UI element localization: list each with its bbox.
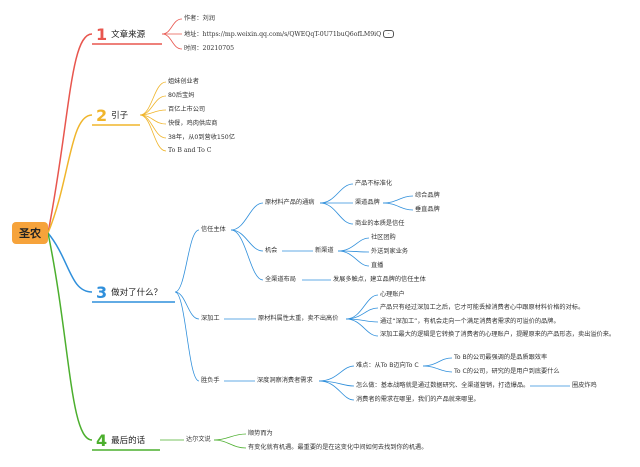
node-non-standard[interactable]: 产品不标准化 [355, 180, 393, 187]
node-demand-product[interactable]: 消费者的需求在哪里，我们的产品就来哪里。 [356, 396, 480, 403]
node-fried-chicken[interactable]: 圈皮炸鸡 [572, 382, 597, 389]
node-consumer-insight[interactable]: 深度洞察消费者需求 [257, 377, 313, 384]
node-processing-point-2[interactable]: 通过“深加工”，有机会走向一个满足消费者需求的可溢价的品牌。 [380, 318, 560, 325]
node-change-opportunity[interactable]: 有变化就有机遇。最重要的是在这变化中间如何去找到你的机遇。 [248, 444, 428, 451]
node-opportunity[interactable]: 机会 [265, 247, 278, 254]
node-date[interactable]: 时间：20210705 [184, 45, 235, 52]
node-address[interactable]: 地址：https://mp.weixin.qq.com/s/QWEQqT-0U7… [184, 30, 395, 39]
node-intro-item[interactable]: To B and To C [168, 147, 212, 154]
node-home-delivery[interactable]: 外送到家业务 [371, 248, 409, 255]
topic-number: 1 [96, 24, 108, 44]
node-channel-brand[interactable]: 渠道品牌 [355, 199, 380, 206]
topic-number: 4 [96, 430, 108, 450]
node-live-stream[interactable]: 直播 [371, 262, 384, 269]
link-icon[interactable]: – [383, 30, 395, 38]
topic-what-done-right[interactable]: 3 做对了什么？ [96, 282, 163, 302]
node-intro-item[interactable]: 姐妹创业者 [168, 78, 199, 85]
node-vertical-brand[interactable]: 垂直品牌 [415, 206, 440, 213]
node-community-group-buy[interactable]: 社区团购 [371, 234, 396, 241]
topic-final-words[interactable]: 4 最后的话 [96, 430, 146, 450]
node-mental-account[interactable]: 心理账户 [380, 291, 405, 298]
node-deep-processing[interactable]: 深加工 [201, 315, 220, 322]
node-raw-material-heavy[interactable]: 原材料属性太重，卖不出高价 [258, 315, 339, 322]
topic-number: 3 [96, 282, 108, 302]
node-processing-point-1[interactable]: 产品只有经过深加工之后，它才可能丢掉消费者心中跟原材料价格的对标。 [380, 304, 585, 311]
node-processing-point-3[interactable]: 深加工最大的逻辑是它转换了消费者的心理账户，提醒原来的产品形态，卖出溢价来。 [380, 331, 616, 338]
node-toc-focus[interactable]: To C的公司，研究的是用户到底要什么 [454, 368, 560, 375]
node-decisive-move[interactable]: 胜负手 [201, 377, 220, 384]
node-trust-essence[interactable]: 商业的本质是信任 [355, 220, 405, 227]
node-how-to[interactable]: 怎么做：基本战略就是通过数据研究、全渠道营销，打造爆品。 [356, 382, 530, 389]
node-omni-channel[interactable]: 全渠道布局 [265, 276, 296, 283]
node-darwin-said[interactable]: 达尔文说 [186, 436, 211, 443]
topic-number: 2 [96, 105, 108, 125]
node-intro-item[interactable]: 38年，从0到营收150亿 [168, 134, 235, 141]
node-intro-item[interactable]: 百亿上市公司 [168, 106, 206, 113]
node-difficulty[interactable]: 难点：从To B迈向To C [356, 362, 419, 369]
node-intro-item[interactable]: 快餐，鸡肉供应商 [168, 120, 218, 127]
node-general-brand[interactable]: 综合品牌 [415, 192, 440, 199]
node-author[interactable]: 作者：刘润 [184, 15, 215, 22]
topic-intro[interactable]: 2 引子 [96, 105, 129, 125]
node-trust-subject[interactable]: 信任主体 [201, 226, 226, 233]
node-tob-focus[interactable]: To B的公司最强调的是品质跟效率 [454, 354, 548, 361]
node-raw-material-issue[interactable]: 原材料产品的通病 [265, 199, 315, 206]
node-multi-touchpoint[interactable]: 发展多触点，建立品牌的信任主体 [333, 276, 426, 283]
root-topic[interactable]: 圣农 [12, 222, 48, 244]
node-new-channel[interactable]: 新渠道 [315, 247, 334, 254]
node-go-with-trend[interactable]: 顺势而为 [248, 430, 273, 437]
node-intro-item[interactable]: 80后宝妈 [168, 92, 195, 99]
topic-article-source[interactable]: 1 文章来源 [96, 24, 146, 44]
